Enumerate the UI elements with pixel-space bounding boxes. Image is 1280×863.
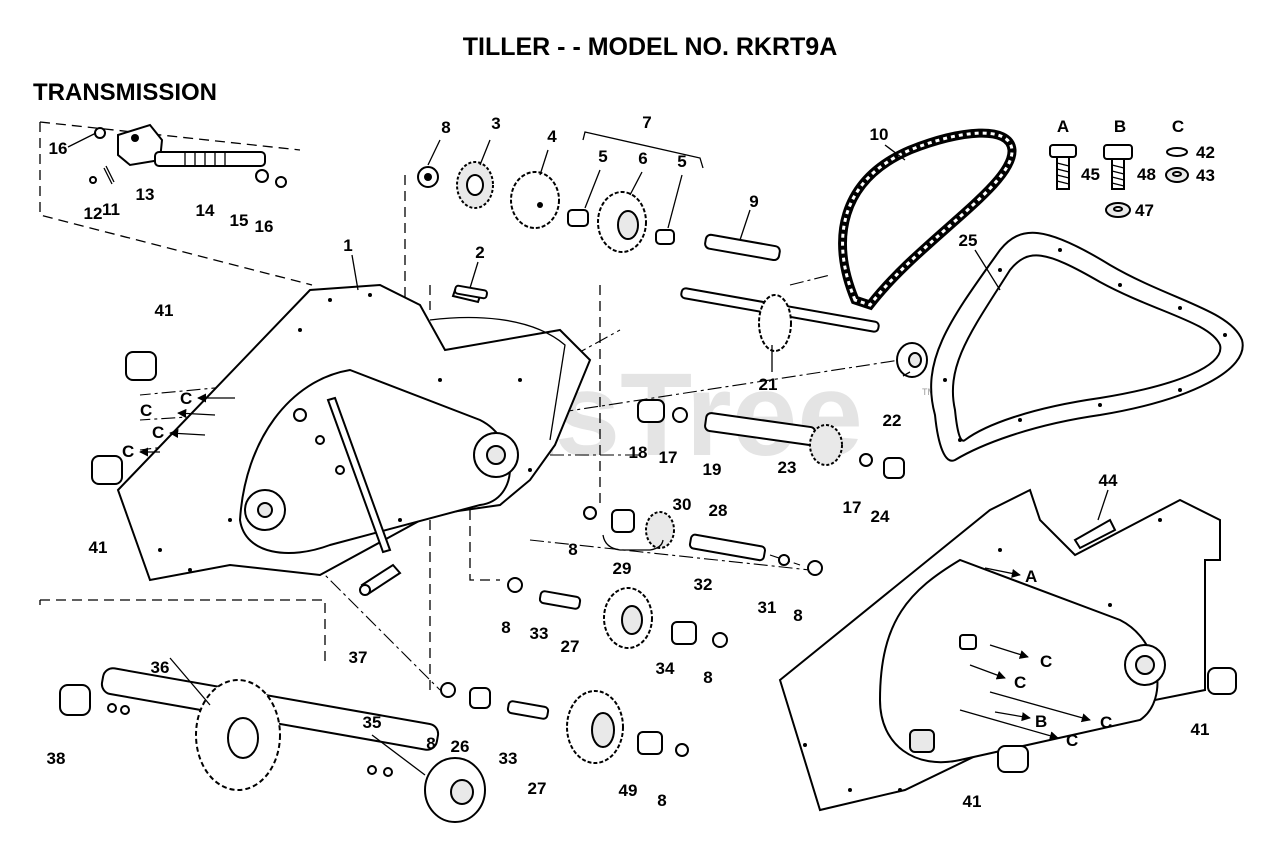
- middle-gear-assembly: [507, 577, 728, 649]
- part-number-16b: 16: [255, 217, 274, 236]
- part-number-29: 29: [613, 559, 632, 578]
- part-number-30: 30: [673, 495, 692, 514]
- part-number-17b: 17: [843, 498, 862, 517]
- diagram-title: TILLER - - MODEL NO. RKRT9A: [463, 33, 838, 61]
- part-number-12: 12: [84, 204, 103, 223]
- lower-gear-assembly: [440, 682, 689, 764]
- drive-chain: [838, 128, 1017, 311]
- arrow-label-c-5: C: [1040, 652, 1052, 671]
- part-number-33a: 33: [530, 624, 549, 643]
- part-number-8d: 8: [501, 618, 510, 637]
- axle-assembly: [59, 667, 486, 823]
- legend-spacer-number: 47: [1135, 201, 1154, 220]
- trademark-mark: TM: [922, 387, 935, 397]
- part-numbers: 8 3 4 7 5 6 5 9 10 25 16 13 12 11 14 15 …: [47, 113, 1210, 811]
- part-number-8f: 8: [426, 734, 435, 753]
- part-number-7: 7: [642, 113, 651, 132]
- part-leaders: [67, 132, 1109, 776]
- legend-bolt-a-number: 45: [1081, 165, 1100, 184]
- sprocket-shaft-21: [680, 287, 928, 378]
- legend-letter-b: B: [1114, 117, 1126, 136]
- spacers-right: [997, 667, 1237, 773]
- part-number-41d: 41: [963, 792, 982, 811]
- part-number-28: 28: [709, 501, 728, 520]
- part-number-41c: 41: [1191, 720, 1210, 739]
- left-housing: [116, 283, 592, 582]
- part-number-3: 3: [491, 114, 500, 133]
- gasket: [930, 231, 1244, 462]
- part-number-8c: 8: [793, 606, 802, 625]
- part-number-9: 9: [749, 192, 758, 211]
- part-number-38: 38: [47, 749, 66, 768]
- part-number-36: 36: [151, 658, 170, 677]
- part-number-21: 21: [759, 375, 778, 394]
- part-number-35: 35: [363, 713, 382, 732]
- legend-nut-number: 43: [1196, 166, 1215, 185]
- shaft-32-assembly: [583, 506, 823, 576]
- part-number-23: 23: [778, 458, 797, 477]
- part-number-49: 49: [619, 781, 638, 800]
- arrow-label-b: B: [1035, 712, 1047, 731]
- part-number-26: 26: [451, 737, 470, 756]
- shift-shaft-assembly: [89, 123, 287, 188]
- part-number-31: 31: [758, 598, 777, 617]
- part-number-27a: 27: [561, 637, 580, 656]
- right-housing: [778, 488, 1221, 812]
- part-number-15: 15: [230, 211, 249, 230]
- section-title: TRANSMISSION: [33, 79, 217, 106]
- legend-washer-number: 42: [1196, 143, 1215, 162]
- part-number-8e: 8: [703, 668, 712, 687]
- part-number-8: 8: [441, 118, 450, 137]
- fastener-arrows-left: C C C C: [122, 389, 235, 461]
- part-number-19: 19: [703, 460, 722, 479]
- part-number-25: 25: [959, 231, 978, 250]
- part-number-2: 2: [475, 243, 484, 262]
- part-number-1: 1: [343, 236, 352, 255]
- part-number-8b: 8: [568, 540, 577, 559]
- fastener-arrows-right: A C C C B C: [959, 567, 1112, 750]
- part-number-32: 32: [694, 575, 713, 594]
- part-number-33b: 33: [499, 749, 518, 768]
- pin-2: [454, 284, 488, 300]
- part-number-5a: 5: [598, 147, 607, 166]
- arrow-label-c-4: C: [122, 442, 134, 461]
- arrow-label-c-8: C: [1066, 731, 1078, 750]
- shaft-19-assembly: [637, 399, 905, 479]
- part-number-6: 6: [638, 149, 647, 168]
- hardware-legend: A B C 45 48 42 43 47: [1049, 117, 1215, 220]
- part-number-27b: 27: [528, 779, 547, 798]
- part-number-13: 13: [136, 185, 155, 204]
- legend-letter-c: C: [1172, 117, 1184, 136]
- legend-bolt-b-number: 48: [1137, 165, 1156, 184]
- part-number-22: 22: [883, 411, 902, 430]
- arrow-label-c-3: C: [152, 423, 164, 442]
- arrow-label-c-2: C: [140, 401, 152, 420]
- part-number-17a: 17: [659, 448, 678, 467]
- shift-lever: [326, 396, 402, 596]
- part-number-8g: 8: [657, 791, 666, 810]
- part-number-18: 18: [629, 443, 648, 462]
- arrow-label-a: A: [1025, 567, 1037, 586]
- part-number-44: 44: [1099, 471, 1118, 490]
- upper-gear-cluster: [417, 131, 781, 262]
- part-number-37: 37: [349, 648, 368, 667]
- legend-letter-a: A: [1057, 117, 1069, 136]
- part-number-41b: 41: [89, 538, 108, 557]
- part-number-41a: 41: [155, 301, 174, 320]
- part-number-14: 14: [196, 201, 215, 220]
- arrow-label-c-7: C: [1100, 713, 1112, 732]
- part-number-10: 10: [870, 125, 889, 144]
- part-number-4: 4: [547, 127, 557, 146]
- part-number-5b: 5: [677, 152, 686, 171]
- part-number-34: 34: [656, 659, 675, 678]
- part-number-24: 24: [871, 507, 890, 526]
- part-number-11: 11: [102, 200, 120, 219]
- part-number-16a: 16: [49, 139, 68, 158]
- arrow-label-c-1: C: [180, 389, 192, 408]
- arrow-label-c-6: C: [1014, 673, 1026, 692]
- spacers-left: [91, 351, 157, 485]
